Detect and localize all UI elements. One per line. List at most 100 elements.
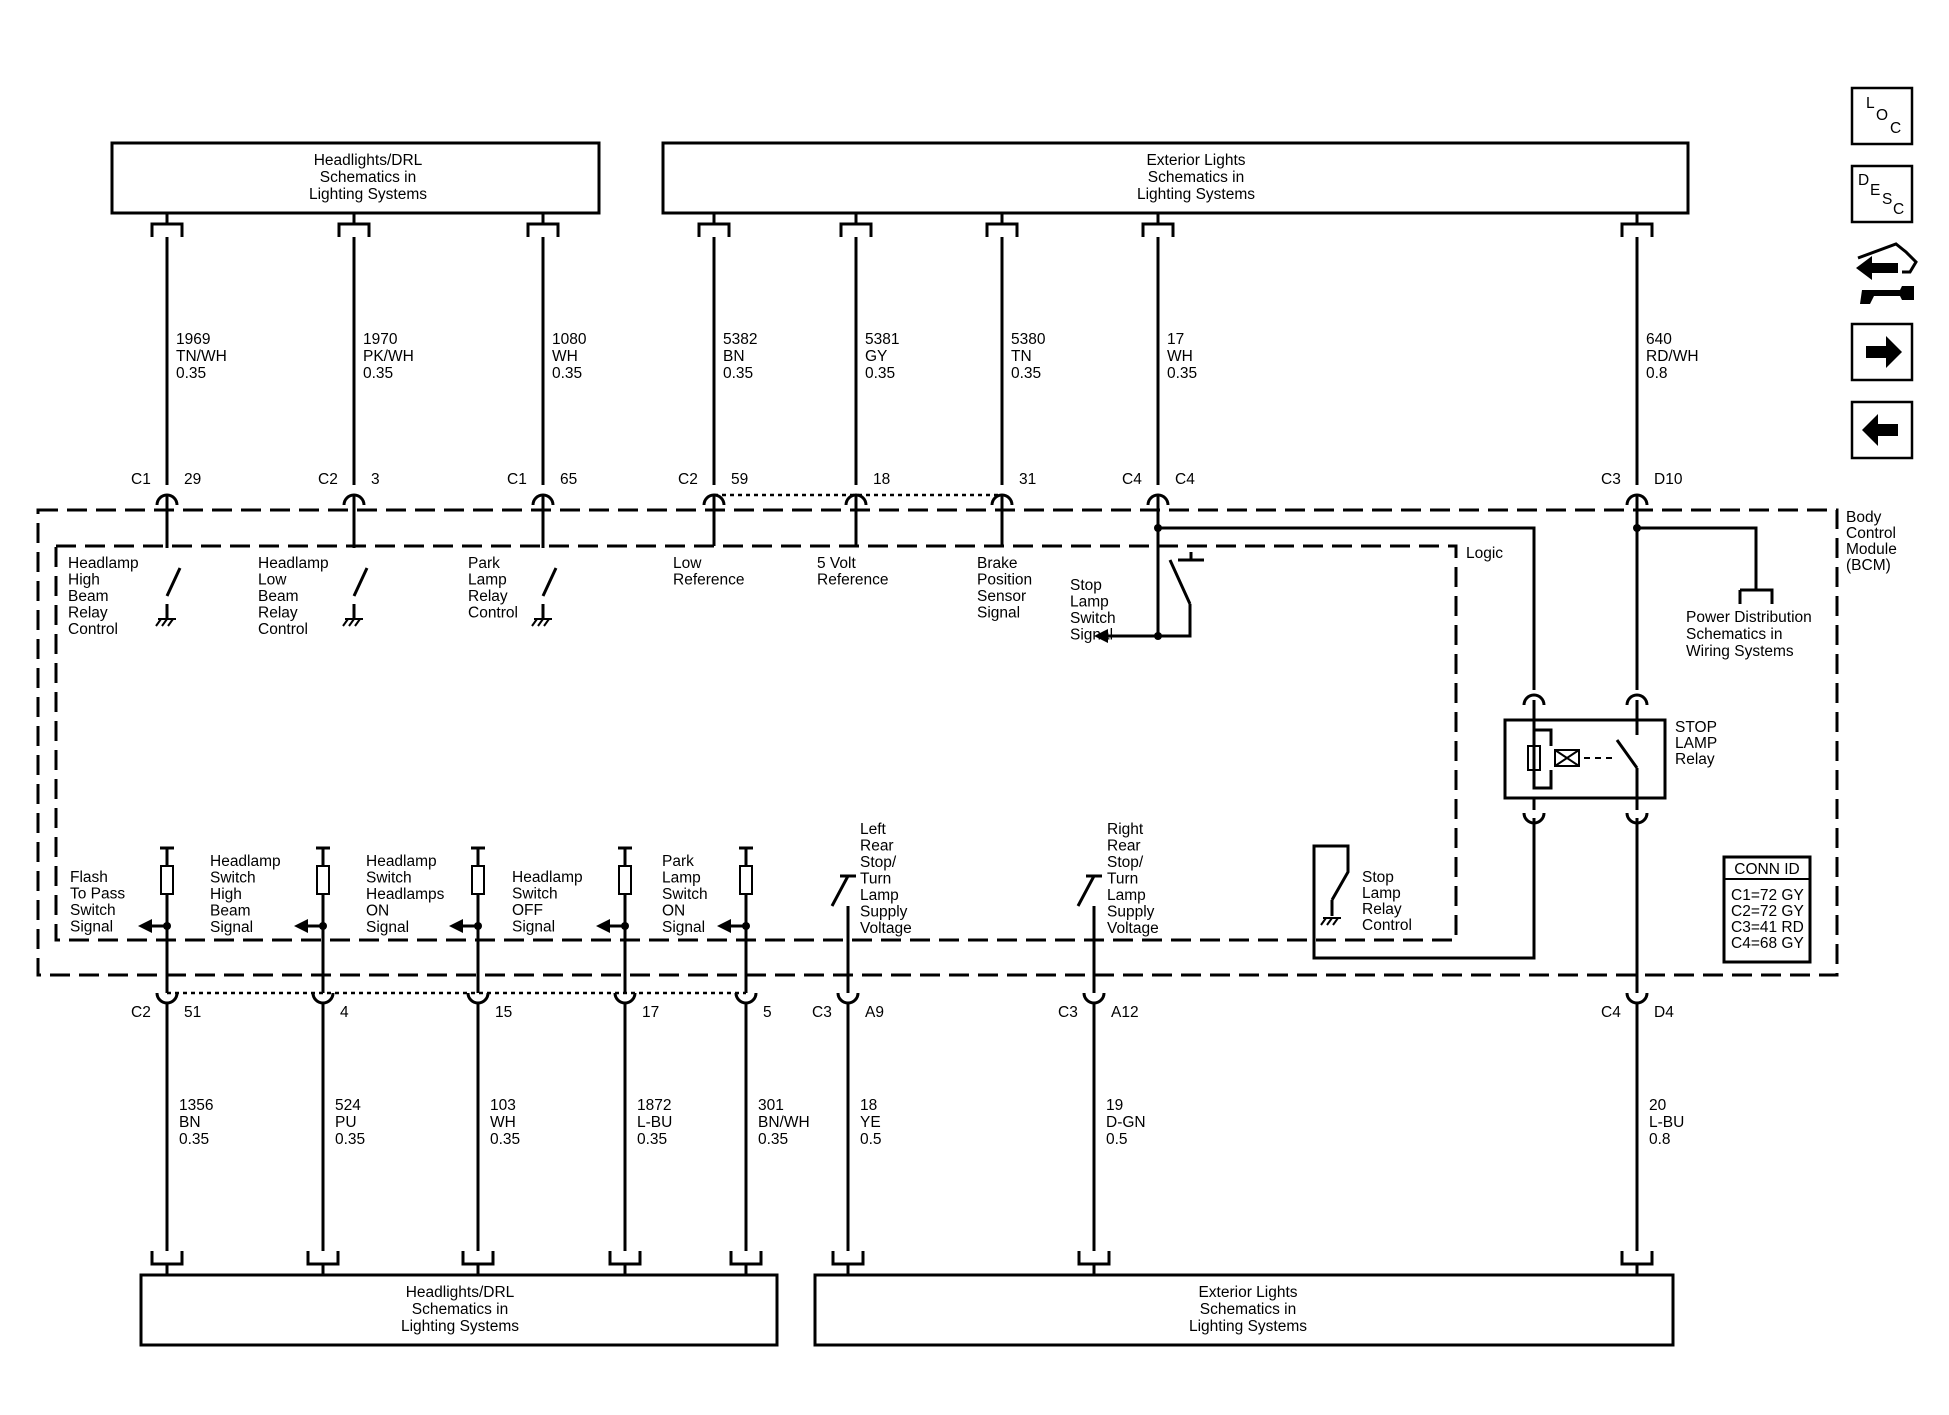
wire-color: BN/WH [758, 1114, 810, 1131]
bottom-box-headlights-line-1: Headlights/DRL [406, 1284, 515, 1301]
harness-connector [150, 1251, 184, 1266]
harness-connector [306, 1251, 340, 1266]
svg-text:Module: Module [1846, 541, 1897, 558]
bottom-box-exterior-line-2: Schematics in [1200, 1301, 1296, 1318]
function-label: Switch [1070, 610, 1116, 627]
top-box-headlights-line-3: Lighting Systems [309, 186, 427, 203]
relay-control-switch [1312, 818, 1536, 960]
bottom-box-headlights-line-2: Schematics in [412, 1301, 508, 1318]
function-label: Lamp [1107, 887, 1146, 904]
conn-id-row: C2=72 GY [1731, 903, 1804, 920]
conn-id-title: CONN ID [1734, 861, 1799, 878]
function-label: Park [468, 555, 500, 572]
stop-lamp-relay [1503, 693, 1667, 825]
terminal [1625, 992, 1649, 1005]
harness-connector [526, 222, 560, 237]
relay-label: STOP LAMP Relay [1675, 719, 1717, 768]
pin-number: 3 [371, 471, 380, 488]
wire-color: TN/WH [176, 348, 227, 365]
function-label: ON [366, 903, 389, 920]
loc-button[interactable]: L O C [1850, 86, 1914, 146]
wire-gauge: 0.35 [335, 1131, 365, 1148]
function-label: Reference [673, 572, 745, 589]
switch-left-rear-supply [830, 874, 856, 975]
function-label: Switch [366, 870, 412, 887]
terminal [466, 992, 490, 1005]
wire-gauge: 0.35 [637, 1131, 667, 1148]
switch-headlamp-low [352, 513, 369, 618]
wire-color: BN [179, 1114, 201, 1131]
switch-park-lamp [541, 513, 558, 618]
wire-gauge: 0.8 [1646, 365, 1668, 382]
terminal [311, 992, 335, 1005]
circuit-number: 1872 [637, 1097, 671, 1114]
circuit-number: 20 [1649, 1097, 1667, 1114]
function-label: Brake [977, 555, 1018, 572]
function-label: Flash [70, 869, 108, 886]
function-label: Signal [210, 919, 253, 936]
switch-headlamp-high [165, 513, 182, 618]
function-label: Switch [662, 886, 708, 903]
wire-gauge: 0.35 [865, 365, 895, 382]
pin-number: 4 [340, 1004, 349, 1021]
wire-color: PU [335, 1114, 357, 1131]
harness-connector [697, 222, 731, 237]
wire-stop-signal-to-relay [1158, 526, 1536, 690]
conn-id-row: C4=68 GY [1731, 935, 1804, 952]
top-box-headlights: Headlights/DRL Schematics in Lighting Sy… [110, 141, 601, 215]
svg-text:(BCM): (BCM) [1846, 557, 1891, 574]
wire-gauge: 0.35 [363, 365, 393, 382]
pin-number: 17 [642, 1004, 659, 1021]
previous-page-button[interactable] [1850, 400, 1914, 460]
wire-gauge: 0.5 [1106, 1131, 1128, 1148]
function-label: Stop [1070, 577, 1102, 594]
function-label: Lamp [1070, 594, 1109, 611]
repair-icon[interactable] [1856, 242, 1918, 304]
circuit-number: 5382 [723, 331, 757, 348]
pin-number: A9 [865, 1004, 884, 1021]
relay-control-label: Stop Lamp Relay Control [1362, 869, 1412, 934]
function-label: Control [258, 621, 308, 638]
logic-outline [54, 544, 1458, 942]
pin-number: 65 [560, 471, 577, 488]
svg-text:C: C [1893, 201, 1904, 218]
function-label: Voltage [1107, 920, 1159, 937]
svg-text:S: S [1882, 191, 1892, 208]
harness-connector [729, 1251, 763, 1266]
wire-color: D-GN [1106, 1114, 1146, 1131]
pin-number: C4 [1175, 471, 1195, 488]
function-label: High [68, 572, 100, 589]
function-label: Position [977, 572, 1032, 589]
input-pullups [160, 846, 753, 975]
conn-id-row: C1=72 GY [1731, 887, 1804, 904]
svg-text:Control: Control [1362, 917, 1412, 934]
wire-color: BN [723, 348, 745, 365]
harness-connector [150, 222, 184, 237]
wire-color: L-BU [637, 1114, 672, 1131]
function-label: Turn [860, 871, 891, 888]
svg-text:Power Distribution: Power Distribution [1686, 609, 1812, 626]
top-box-headlights-line-2: Schematics in [320, 169, 416, 186]
relay-top-terminals [1522, 693, 1649, 706]
svg-text:Relay: Relay [1675, 751, 1715, 768]
pin-number: 5 [763, 1004, 772, 1021]
circuit-number: 1356 [179, 1097, 213, 1114]
wire-gauge: 0.35 [490, 1131, 520, 1148]
svg-text:LAMP: LAMP [1675, 735, 1717, 752]
desc-button[interactable]: D E S C [1850, 164, 1914, 224]
bottom-box-headlights-line-3: Lighting Systems [401, 1318, 519, 1335]
top-box-headlights-line-1: Headlights/DRL [314, 152, 423, 169]
circuit-number: 5380 [1011, 331, 1046, 348]
circuit-number: 1970 [363, 331, 398, 348]
next-page-button[interactable] [1850, 322, 1914, 382]
svg-text:E: E [1870, 182, 1880, 199]
function-label: ON [662, 903, 685, 920]
wire-color: RD/WH [1646, 348, 1699, 365]
bottom-box-exterior-line-1: Exterior Lights [1198, 1284, 1297, 1301]
